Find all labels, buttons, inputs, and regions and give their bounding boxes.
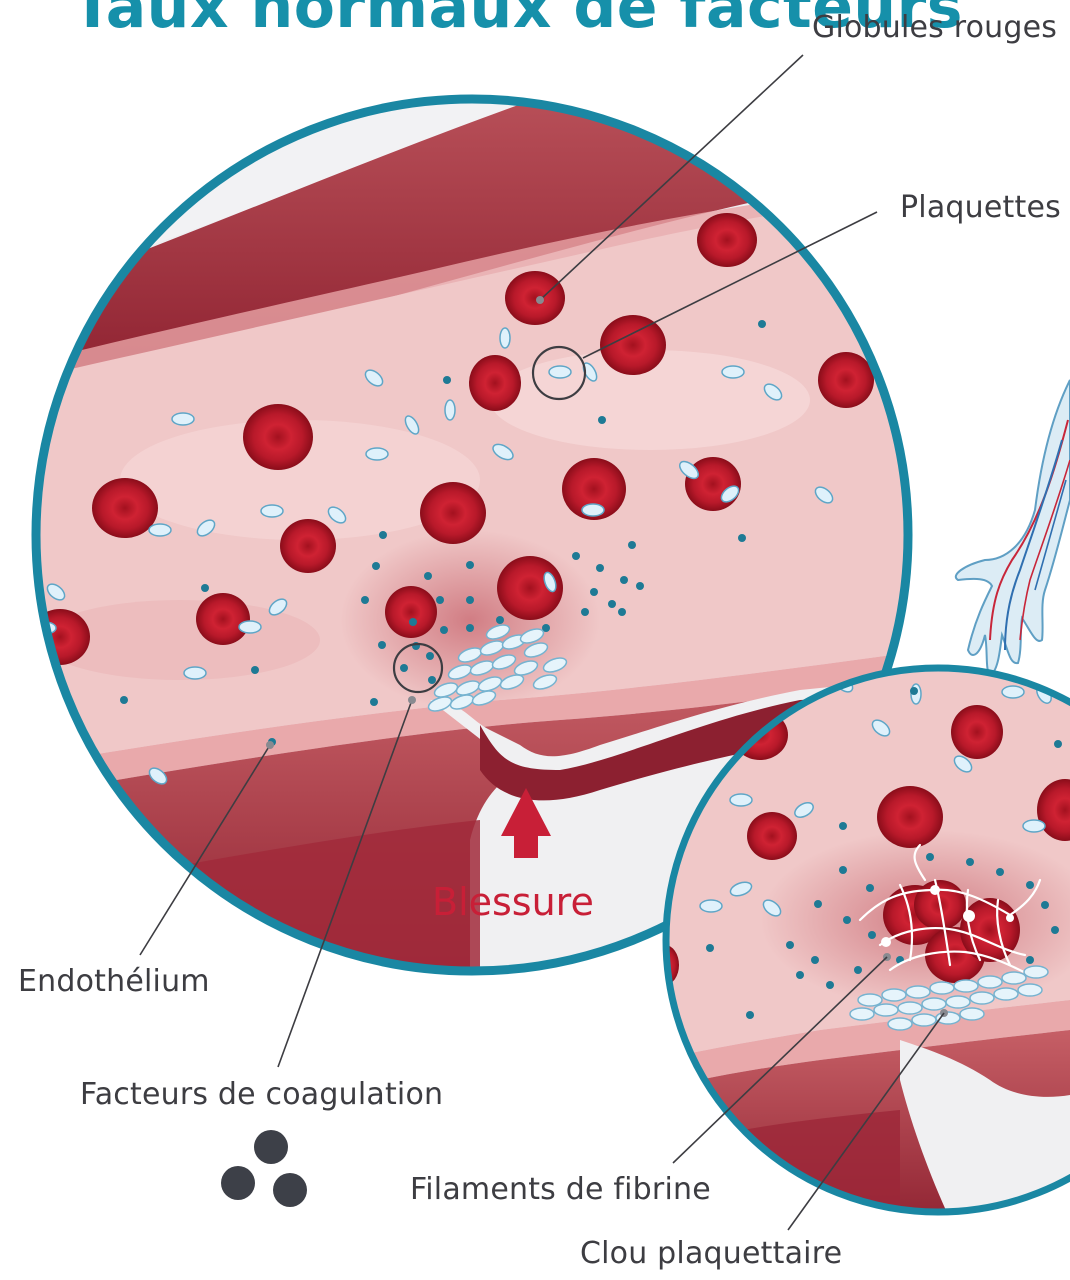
label-red-cells: Globules rouges — [812, 10, 1057, 45]
label-injury: Blessure — [432, 880, 594, 924]
label-fibrin: Filaments de fibrine — [410, 1172, 711, 1207]
label-coag-factors: Facteurs de coagulation — [80, 1077, 443, 1112]
label-endothelium: Endothélium — [18, 964, 210, 999]
label-platelets: Plaquettes — [900, 190, 1061, 225]
coag-factors-legend-icon — [221, 1130, 307, 1207]
label-platelet-plug: Clou plaquettaire — [580, 1236, 842, 1271]
arm-with-vessels — [956, 380, 1070, 675]
